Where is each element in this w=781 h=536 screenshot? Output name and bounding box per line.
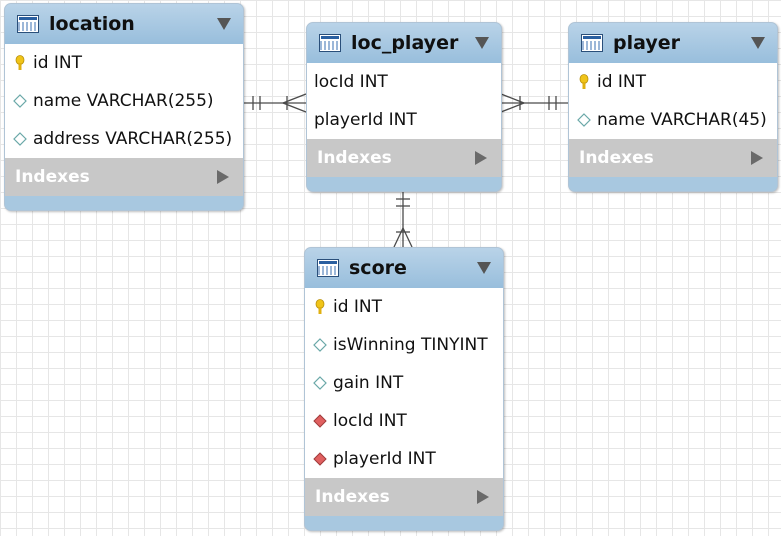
column-row[interactable]: isWinning TINYINT	[305, 326, 503, 364]
table-footer	[569, 177, 777, 191]
column-row[interactable]: name VARCHAR(45)	[569, 101, 777, 139]
table-player[interactable]: player id INT name VARCHAR(45) Indexes	[568, 22, 778, 192]
column-row[interactable]: address VARCHAR(255)	[5, 120, 243, 158]
column-row[interactable]: id INT	[569, 63, 777, 101]
column-diamond-icon	[577, 113, 591, 127]
column-label: id INT	[597, 72, 647, 92]
table-columns: id INT name VARCHAR(255) address VARCHAR…	[5, 44, 243, 158]
column-diamond-icon	[13, 132, 27, 146]
collapse-arrow-icon[interactable]	[477, 262, 491, 274]
indexes-section[interactable]: Indexes	[307, 139, 501, 177]
table-header[interactable]: location	[5, 4, 243, 44]
primary-key-icon	[579, 74, 589, 89]
expand-arrow-icon[interactable]	[477, 490, 489, 504]
table-header[interactable]: player	[569, 23, 777, 63]
collapse-arrow-icon[interactable]	[751, 37, 765, 49]
table-title: loc_player	[351, 32, 459, 54]
table-footer	[305, 516, 503, 530]
collapse-arrow-icon[interactable]	[475, 37, 489, 49]
column-row[interactable]: gain INT	[305, 364, 503, 402]
column-row[interactable]: locId INT	[305, 402, 503, 440]
expand-arrow-icon[interactable]	[475, 151, 487, 165]
column-label: isWinning TINYINT	[333, 335, 488, 355]
foreign-key-icon	[313, 452, 327, 466]
column-row[interactable]: id INT	[305, 288, 503, 326]
expand-arrow-icon[interactable]	[217, 170, 229, 184]
column-label: locId INT	[333, 411, 407, 431]
table-icon	[319, 34, 341, 52]
column-diamond-icon	[313, 338, 327, 352]
table-columns: id INT isWinning TINYINT gain INT locId …	[305, 288, 503, 478]
table-icon	[317, 259, 339, 277]
column-diamond-icon	[313, 376, 327, 390]
relationship-location-loc-player	[243, 93, 307, 113]
table-location[interactable]: location id INT name VARCHAR(255) addres…	[4, 3, 244, 211]
column-label: name VARCHAR(45)	[597, 110, 767, 130]
column-label: locId INT	[314, 72, 388, 92]
expand-arrow-icon[interactable]	[751, 151, 763, 165]
column-row[interactable]: locId INT	[307, 63, 501, 101]
column-row[interactable]: playerId INT	[307, 101, 501, 139]
relationship-player-loc-player	[500, 93, 568, 113]
column-row[interactable]: name VARCHAR(255)	[5, 82, 243, 120]
indexes-label: Indexes	[317, 148, 392, 168]
foreign-key-icon	[313, 414, 327, 428]
collapse-arrow-icon[interactable]	[217, 18, 231, 30]
indexes-label: Indexes	[15, 167, 90, 187]
table-footer	[307, 177, 501, 191]
column-diamond-icon	[13, 94, 27, 108]
column-label: id INT	[333, 297, 383, 317]
table-footer	[5, 196, 243, 210]
primary-key-icon	[315, 299, 325, 314]
column-label: address VARCHAR(255)	[33, 129, 233, 149]
column-label: name VARCHAR(255)	[33, 91, 214, 111]
indexes-section[interactable]: Indexes	[305, 478, 503, 516]
indexes-section[interactable]: Indexes	[5, 158, 243, 196]
table-icon	[17, 15, 39, 33]
column-label: playerId INT	[314, 110, 417, 130]
table-title: score	[349, 257, 407, 279]
table-loc-player[interactable]: loc_player locId INT playerId INT Indexe…	[306, 22, 502, 192]
table-columns: id INT name VARCHAR(45)	[569, 63, 777, 139]
column-label: id INT	[33, 53, 83, 73]
column-label: gain INT	[333, 373, 404, 393]
indexes-section[interactable]: Indexes	[569, 139, 777, 177]
indexes-label: Indexes	[579, 148, 654, 168]
indexes-label: Indexes	[315, 487, 390, 507]
column-row[interactable]: id INT	[5, 44, 243, 82]
table-score[interactable]: score id INT isWinning TINYINT gain INT …	[304, 247, 504, 531]
table-columns: locId INT playerId INT	[307, 63, 501, 139]
column-row[interactable]: playerId INT	[305, 440, 503, 478]
table-title: location	[49, 13, 135, 35]
table-icon	[581, 34, 603, 52]
primary-key-icon	[15, 55, 25, 70]
table-header[interactable]: score	[305, 248, 503, 288]
table-title: player	[613, 32, 680, 54]
relationship-loc-player-score	[393, 189, 413, 248]
table-header[interactable]: loc_player	[307, 23, 501, 63]
column-label: playerId INT	[333, 449, 436, 469]
